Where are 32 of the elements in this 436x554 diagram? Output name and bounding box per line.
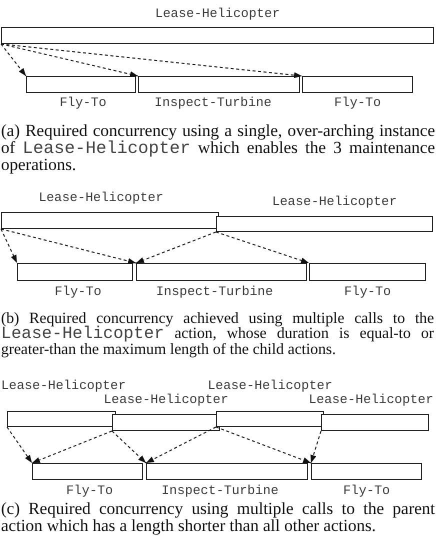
dashed-arrow <box>112 430 146 464</box>
action-label: Inspect-Turbine <box>161 482 279 498</box>
action-label: Lease-Helicopter <box>104 392 228 406</box>
dashed-arrow <box>0 228 18 264</box>
action-label: Fly-To <box>66 482 113 498</box>
action-label: Lease-Helicopter <box>308 392 434 406</box>
dashed-arrow <box>0 44 138 78</box>
dashed-arrow <box>310 430 322 464</box>
action-label: Lease-Helicopter <box>155 6 280 20</box>
dashed-arrow <box>136 232 216 264</box>
action-label: Inspect-Turbine <box>154 94 272 110</box>
figure-caption: (a) Required concurrency using a single, over-arching instance of Lease-Helicopter which enables the 3 maintenance operations. <box>1 123 435 174</box>
dashed-arrow <box>0 44 26 76</box>
action-label: Fly-To <box>54 284 102 299</box>
action-label: Fly-To <box>343 482 390 498</box>
action-label: Lease-Helicopter <box>272 194 397 208</box>
dashed-arrow <box>0 228 136 264</box>
dashed-arrow <box>216 232 310 264</box>
dashed-arrow <box>0 44 302 78</box>
figure-caption: (c) Required concurrency using multiple calls to the parent action which has a length shorter than all other actions. <box>1 501 435 534</box>
dashed-arrow <box>146 426 216 464</box>
action-label: Fly-To <box>344 284 391 299</box>
action-label: Lease-Helicopter <box>38 190 164 204</box>
figure-caption: (b) Required concurrency achieved using multiple calls to the Lease-Helicopter action, whose duration is equal-to or greater-than the maximum length of the child actions. <box>1 312 434 358</box>
action-label: Inspect-Turbine <box>156 284 274 299</box>
dashed-arrow <box>216 426 312 464</box>
dashed-arrow <box>6 426 32 464</box>
action-label: Lease-Helicopter <box>1 378 126 392</box>
action-label: Fly-To <box>60 94 106 110</box>
action-label: Lease-Helicopter <box>208 378 332 392</box>
dashed-arrow <box>32 430 112 464</box>
action-label: Fly-To <box>334 94 381 110</box>
